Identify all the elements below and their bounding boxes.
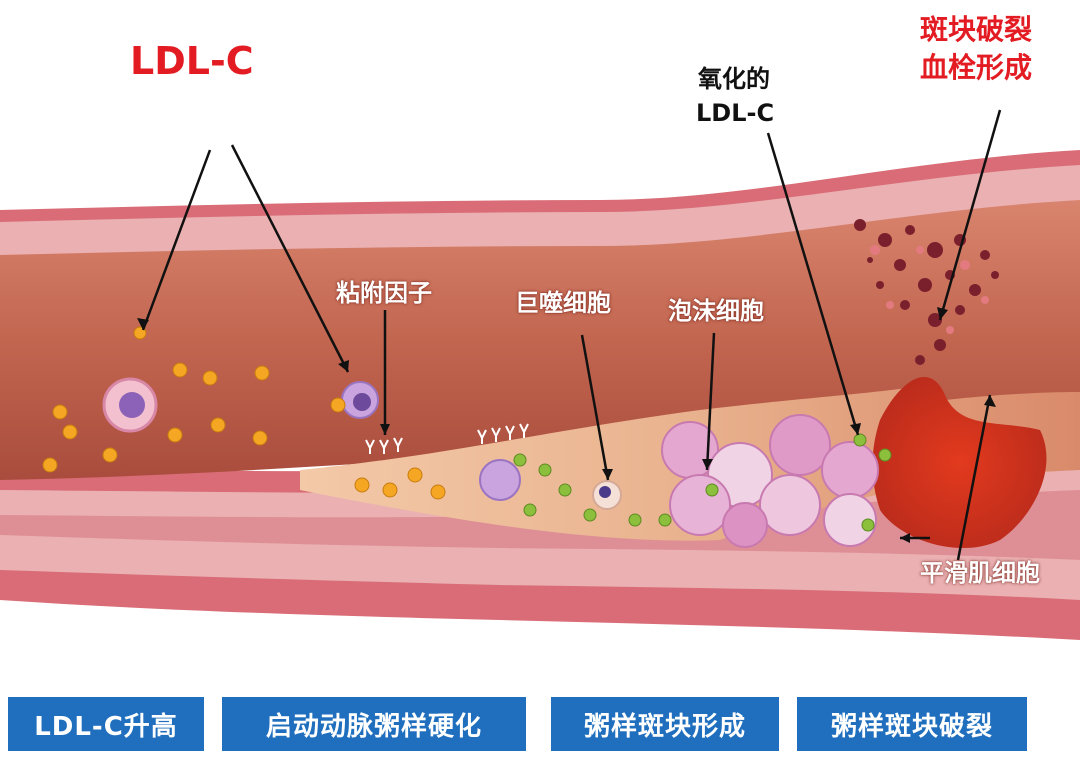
oxidized-ldl-label-line1: 氧化的 [698,65,770,93]
stage-plaque-formation: 粥样斑块形成 [551,697,779,751]
foam-cell [823,493,877,547]
smooth-muscle-label: 平滑肌细胞 [920,559,1040,587]
monocyte-nucleus [119,392,145,418]
rupture-label-line2: 血栓形成 [920,51,1033,84]
stage-plaque-rupture: 粥样斑块破裂 [797,697,1027,751]
foam-cell [821,441,879,499]
foam-cell [722,502,768,548]
foam-cell [669,474,731,536]
foam-cell [759,474,821,536]
foam-cell [769,414,831,476]
oxidized-ldl-label-line2: LDL-C [696,99,775,127]
rupture-label-line1: 斑块破裂 [920,13,1033,46]
rupture-thrombus [872,376,1047,549]
macrophage-nucleus [599,486,611,498]
thrombus-particles [854,219,999,365]
ldl-label: LDL-C [130,39,254,83]
oxidized-ldl-particles [513,433,892,532]
monocyte-cell [479,459,521,501]
vessel-wall-top-inner [0,165,1080,272]
foam-cell-label: 泡沫细胞 [668,297,764,325]
adhesion-molecules [365,423,529,454]
adhesion-factor-label: 粘附因子 [336,279,432,307]
stage-ldl-elevated: LDL-C升高 [8,697,204,751]
macrophage-label: 巨噬细胞 [515,289,611,317]
artery-diagram [0,109,1080,640]
ldl-particles [42,326,446,500]
stage-atherosclerosis-start: 启动动脉粥样硬化 [222,697,526,751]
thrombus-particles-light [870,245,989,334]
monocyte-nucleus [353,393,371,411]
pointer-arrowheads [137,307,996,543]
